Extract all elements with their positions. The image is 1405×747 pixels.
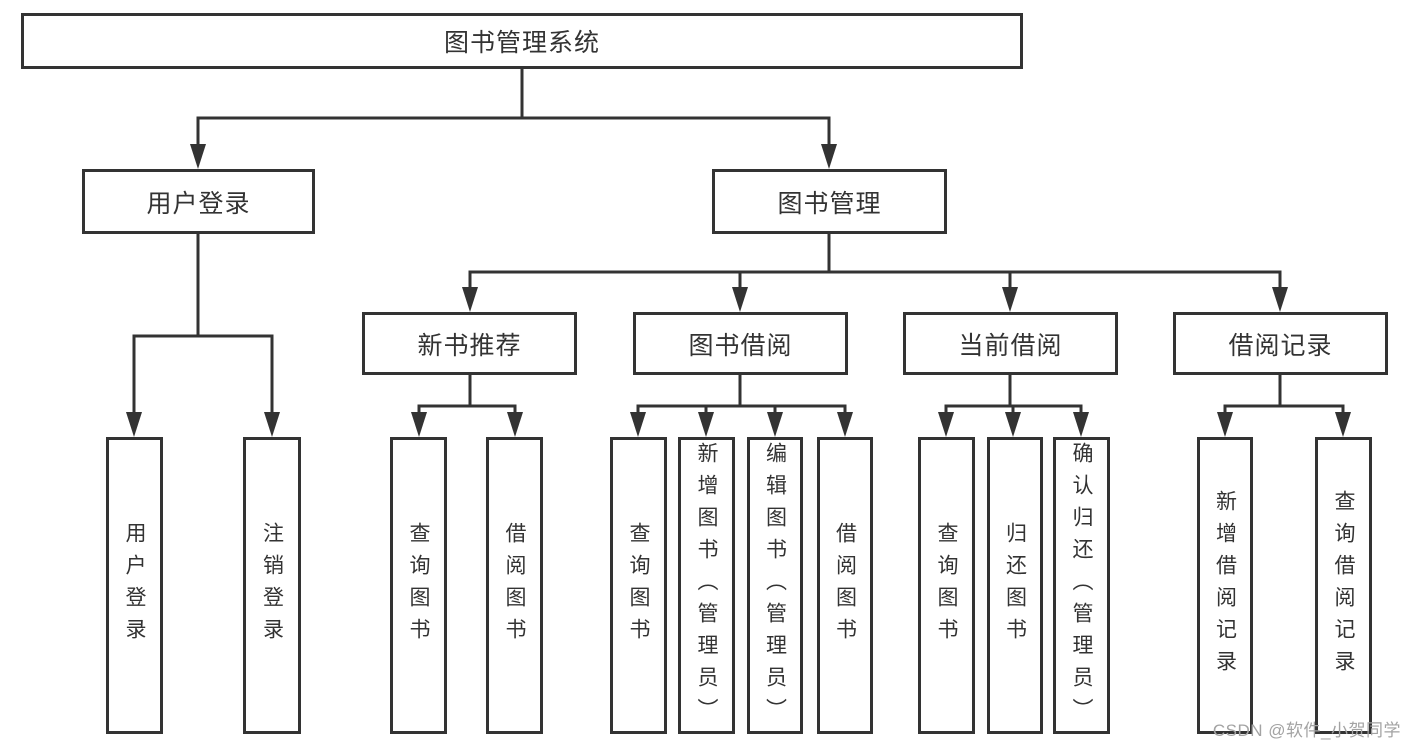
leaf-add-books-admin: 新增图书（管理员） — [678, 437, 735, 734]
leaf-borrow-books-recommend: 借阅图书 — [486, 437, 543, 734]
leaf-query-books-recommend: 查询图书 — [390, 437, 447, 734]
arrowhead — [837, 412, 853, 437]
node-label: 新增借阅记录 — [1213, 489, 1237, 682]
leaf-edit-books-admin: 编辑图书（管理员） — [747, 437, 803, 734]
node-label: 借阅记录 — [1228, 331, 1333, 360]
leaf-logout: 注销登录 — [243, 437, 301, 734]
node-label: 借阅图书 — [503, 521, 526, 650]
node-label: 新增图书（管理员） — [695, 441, 718, 730]
arrowhead — [190, 144, 206, 169]
node-label: 图书管理系统 — [443, 29, 600, 57]
arrowhead — [698, 412, 714, 437]
arrowhead — [507, 412, 523, 437]
arrowhead — [411, 412, 427, 437]
connector-book-mgmt-to-level3 — [462, 234, 1288, 312]
arrowhead — [1002, 287, 1018, 312]
node-label: 查询图书 — [627, 521, 650, 650]
connector-new-book-branch — [411, 375, 523, 437]
node-current-borrow: 当前借阅 — [903, 312, 1118, 375]
arrowhead — [938, 412, 954, 437]
leaf-user-login: 用户登录 — [106, 437, 163, 734]
node-label: 新书推荐 — [417, 331, 522, 360]
arrowhead — [1272, 287, 1288, 312]
node-user-login: 用户登录 — [82, 169, 315, 234]
node-label: 注销登录 — [260, 521, 284, 650]
arrowhead — [732, 287, 748, 312]
csdn-watermark: CSDN @软件_小贺同学 — [1212, 721, 1401, 740]
node-label: 查询图书 — [935, 521, 958, 650]
node-label: 当前借阅 — [958, 331, 1063, 360]
arrowhead — [264, 412, 280, 437]
node-label: 图书管理 — [777, 189, 882, 218]
arrowhead — [1335, 412, 1351, 437]
connector-book-borrow-branch — [630, 375, 853, 437]
leaf-query-books-borrow: 查询图书 — [610, 437, 667, 734]
arrowhead — [767, 412, 783, 437]
leaf-query-books-current: 查询图书 — [918, 437, 975, 734]
node-label: 借阅图书 — [833, 521, 857, 650]
arrowhead — [1073, 412, 1089, 437]
node-label: 编辑图书（管理员） — [763, 441, 787, 730]
connector-user-login-branch — [126, 234, 280, 437]
node-new-book-recommend: 新书推荐 — [362, 312, 577, 375]
leaf-borrow-books: 借阅图书 — [817, 437, 873, 734]
arrowhead — [630, 412, 646, 437]
leaf-confirm-return-admin: 确认归还（管理员） — [1053, 437, 1110, 734]
connector-current-borrow-branch — [938, 375, 1089, 437]
node-book-borrow: 图书借阅 — [633, 312, 848, 375]
connector-root-to-level2 — [190, 69, 837, 169]
arrowhead — [1217, 412, 1233, 437]
connector-borrow-records-branch — [1217, 375, 1351, 437]
node-label: 用户登录 — [123, 521, 146, 650]
leaf-query-borrow-record: 查询借阅记录 — [1315, 437, 1372, 734]
leaf-return-books: 归还图书 — [987, 437, 1043, 734]
node-root: 图书管理系统 — [21, 13, 1023, 69]
leaf-add-borrow-record: 新增借阅记录 — [1197, 437, 1253, 734]
node-label: 归还图书 — [1003, 521, 1027, 650]
node-label: 查询借阅记录 — [1332, 489, 1355, 682]
node-borrow-records: 借阅记录 — [1173, 312, 1388, 375]
node-label: 用户登录 — [146, 189, 251, 218]
node-book-management: 图书管理 — [712, 169, 947, 234]
node-label: 图书借阅 — [688, 331, 793, 360]
arrowhead — [462, 287, 478, 312]
node-label: 查询图书 — [407, 521, 430, 650]
node-label: 确认归还（管理员） — [1070, 441, 1093, 730]
arrowhead — [126, 412, 142, 437]
arrowhead — [1005, 412, 1021, 437]
arrowhead — [821, 144, 837, 169]
